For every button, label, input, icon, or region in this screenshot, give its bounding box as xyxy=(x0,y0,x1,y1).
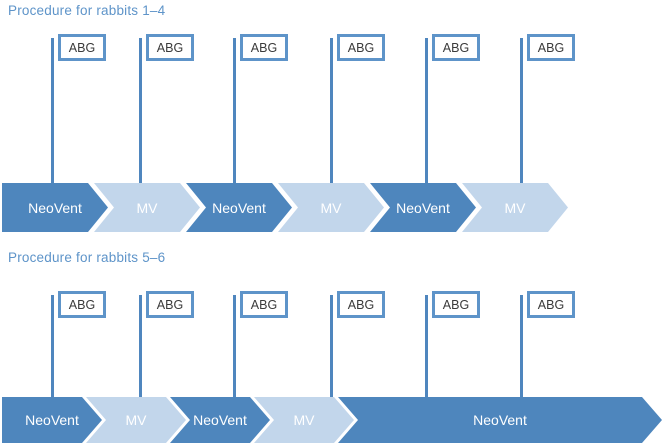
abg-flag: ABG xyxy=(240,291,288,318)
flag-pole xyxy=(233,38,236,183)
abg-flag: ABG xyxy=(432,291,480,318)
abg-flag: ABG xyxy=(337,291,385,318)
flag-pole xyxy=(139,295,142,397)
flag-pole xyxy=(425,295,428,397)
flag-pole xyxy=(233,295,236,397)
abg-flag: ABG xyxy=(58,34,106,61)
phase-arrow-neovent: NeoVent xyxy=(370,183,476,232)
flag-pole xyxy=(425,38,428,183)
flag-pole xyxy=(330,295,333,397)
phase-arrow-neovent: NeoVent xyxy=(2,183,108,232)
abg-flag: ABG xyxy=(337,34,385,61)
abg-flag: ABG xyxy=(432,34,480,61)
flag-pole xyxy=(139,38,142,183)
phase-arrow-mv: MV xyxy=(462,183,568,232)
section-1-title: Procedure for rabbits 1–4 xyxy=(8,3,166,18)
flag-pole xyxy=(330,38,333,183)
phase-arrow-mv: MV xyxy=(94,183,200,232)
flag-pole xyxy=(520,295,523,397)
abg-flag: ABG xyxy=(240,34,288,61)
abg-flag: ABG xyxy=(527,34,575,61)
phase-arrow-neovent: NeoVent xyxy=(2,397,102,443)
abg-flag: ABG xyxy=(146,291,194,318)
phase-arrow-neovent: NeoVent xyxy=(186,183,292,232)
flag-pole xyxy=(51,295,54,397)
flag-pole xyxy=(51,38,54,183)
section-2-title: Procedure for rabbits 5–6 xyxy=(8,250,166,265)
abg-flag: ABG xyxy=(146,34,194,61)
phase-arrow-neovent-extended: NeoVent xyxy=(338,397,662,443)
abg-flag: ABG xyxy=(58,291,106,318)
abg-flag: ABG xyxy=(527,291,575,318)
phase-arrow-mv: MV xyxy=(278,183,384,232)
flag-pole xyxy=(520,38,523,183)
